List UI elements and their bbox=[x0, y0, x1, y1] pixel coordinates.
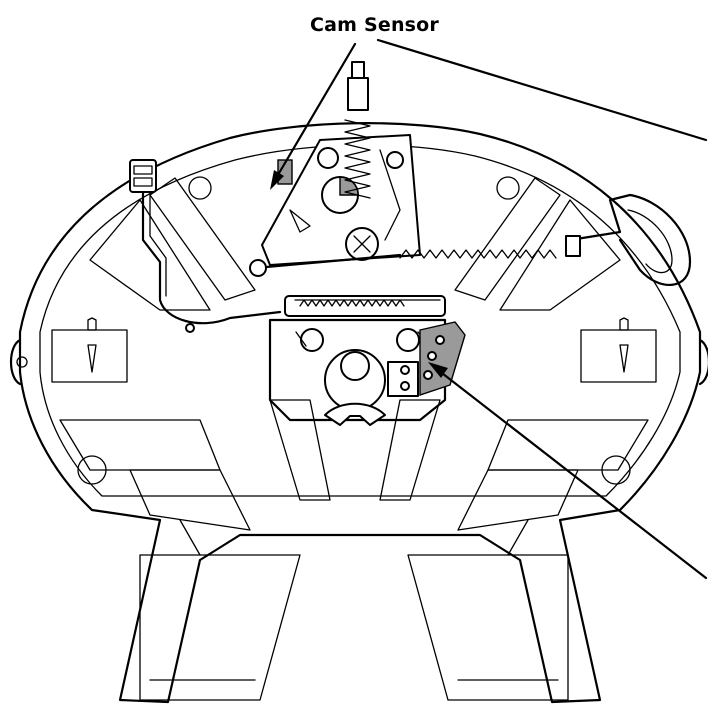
throat-assembly bbox=[268, 318, 447, 426]
sensor-harness bbox=[129, 159, 282, 333]
plate-ribs bbox=[59, 177, 649, 531]
plate-inner-rim bbox=[39, 144, 681, 497]
cam-sensor-leader bbox=[270, 38, 708, 190]
legs bbox=[139, 519, 569, 701]
release-handle bbox=[249, 193, 692, 286]
left-ear-hole bbox=[16, 356, 28, 368]
hole-bottom-right bbox=[601, 455, 631, 485]
lock-sensor-bracket bbox=[387, 321, 466, 397]
vertical-spring bbox=[344, 61, 404, 241]
hole-top-right bbox=[496, 176, 520, 200]
left-pocket bbox=[51, 317, 128, 383]
lock-sensor-leader bbox=[428, 362, 708, 580]
plate-outline bbox=[18, 122, 702, 704]
right-ear bbox=[698, 338, 708, 386]
hole-bottom-left bbox=[77, 455, 107, 485]
spring-housing bbox=[284, 295, 446, 317]
left-ear bbox=[9, 338, 22, 386]
cam-sensor-label: Cam Sensor bbox=[310, 14, 440, 36]
right-pocket bbox=[580, 317, 657, 383]
hole-top-left bbox=[188, 176, 212, 200]
